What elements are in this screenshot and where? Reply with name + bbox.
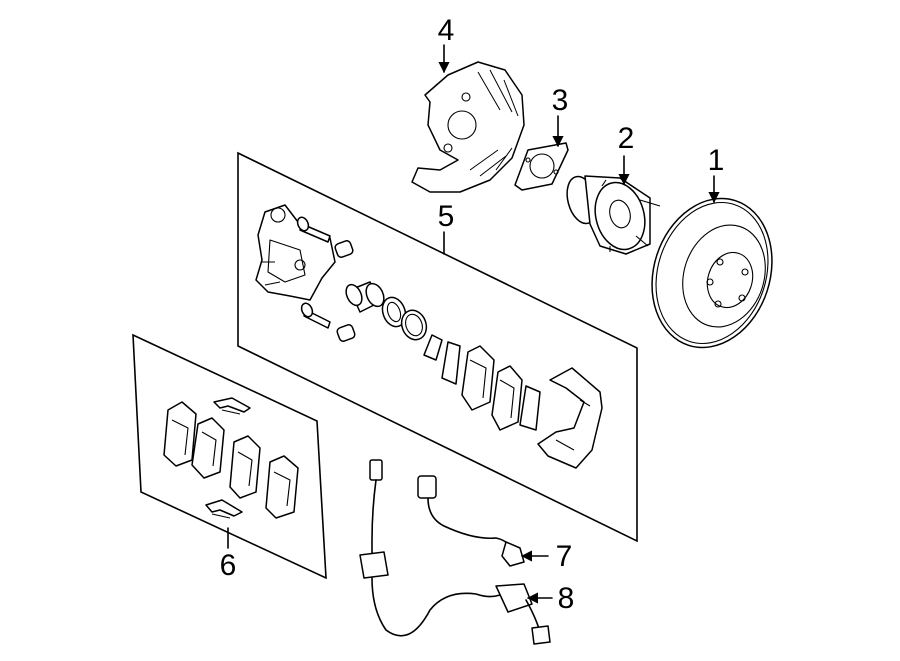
pad-outer-shim	[519, 385, 541, 431]
kit-pad-2	[191, 417, 225, 479]
brake-pad-outer	[491, 365, 523, 431]
callout-6-label: 6	[220, 549, 237, 582]
gasket	[514, 142, 569, 191]
kit-pad-3	[229, 435, 261, 499]
brake-rotor	[651, 197, 773, 349]
callout-7-label: 7	[556, 540, 573, 573]
callout-5-label: 5	[438, 200, 455, 233]
splash-shield	[411, 61, 525, 193]
kit-pad-1	[163, 401, 197, 467]
pad-inner-shim	[441, 341, 461, 385]
dust-boot	[400, 309, 428, 341]
caliper-kit-panel	[237, 151, 638, 543]
guide-pin-upper	[296, 216, 331, 243]
abs-sensor-long	[359, 459, 551, 645]
callout-3-label: 3	[552, 84, 569, 117]
piston-seal	[381, 296, 407, 328]
caliper-body	[255, 204, 336, 301]
callout-2-label: 2	[618, 122, 635, 155]
pin-boot-upper	[334, 240, 354, 258]
pad-kit-panel	[132, 333, 327, 580]
callout-4-label: 4	[438, 14, 455, 47]
pad-clip-lower	[205, 499, 243, 519]
pin-boot-lower	[336, 324, 356, 342]
guide-pin-lower	[300, 302, 331, 329]
pad-clip-upper	[213, 397, 251, 415]
callout-leaders	[227, 44, 720, 604]
callout-1-label: 1	[708, 144, 725, 177]
brake-pad-inner	[461, 345, 495, 411]
callout-8-label: 8	[558, 582, 575, 615]
hub-bearing	[566, 175, 661, 255]
piston	[345, 281, 385, 313]
anti-squeal-shim	[423, 334, 443, 361]
caliper-bracket	[537, 367, 603, 469]
abs-sensor-short	[417, 475, 525, 567]
kit-pad-4	[265, 455, 299, 519]
